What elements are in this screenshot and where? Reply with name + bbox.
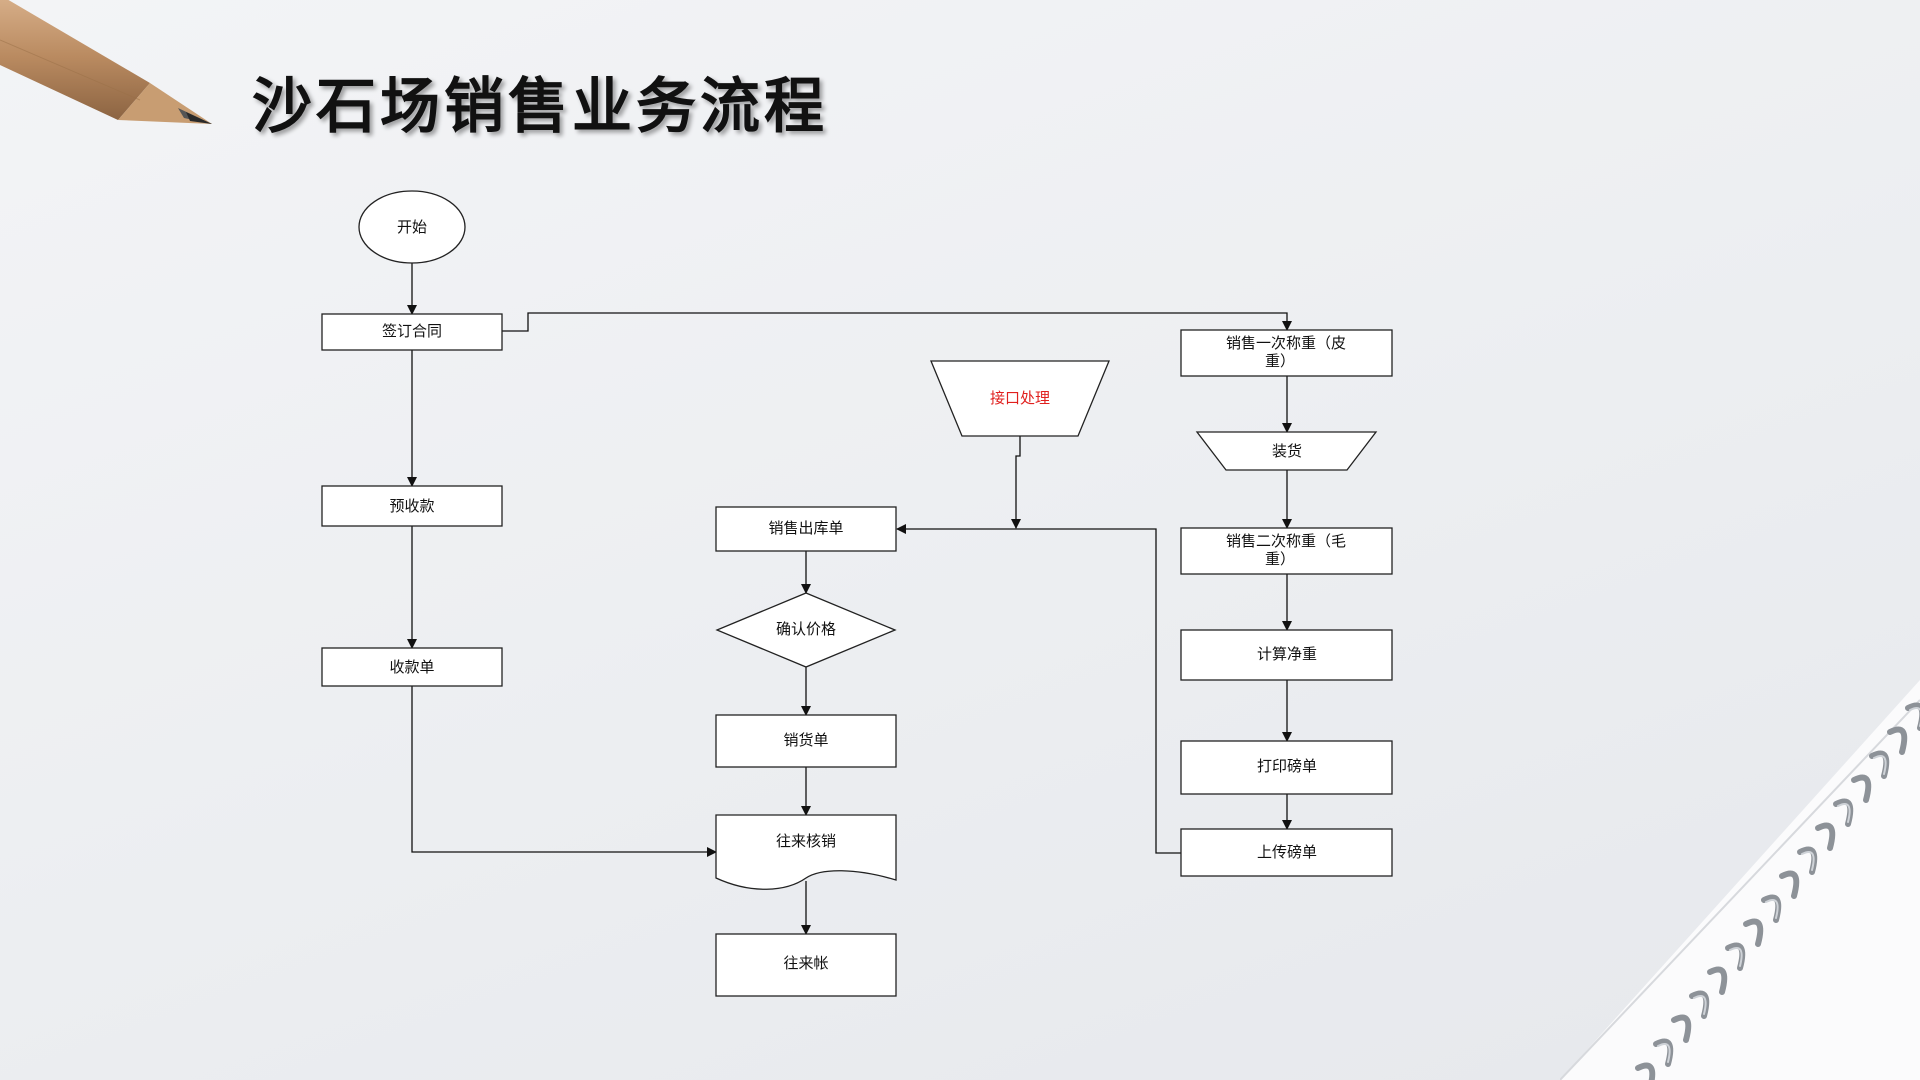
node-accounts: 往来帐 [715, 933, 897, 997]
node-interface-label: 接口处理 [990, 389, 1050, 407]
node-print-ticket: 打印磅单 [1180, 740, 1393, 795]
node-sales-outbound-label: 销售出库单 [768, 519, 843, 537]
node-prepayment-label: 预收款 [389, 497, 434, 515]
node-sales-invoice: 销货单 [715, 714, 897, 768]
node-receipt-label: 收款单 [389, 658, 434, 676]
node-reconciliation: 往来核销 [715, 814, 897, 890]
node-start: 开始 [358, 190, 466, 264]
node-gross-label-line1: 销售二次称重（毛 [1226, 532, 1346, 550]
node-upload-ticket-label: 上传磅单 [1257, 843, 1317, 861]
node-interface: 接口处理 [930, 360, 1110, 437]
edge-interface-to-outbound [1011, 436, 1021, 529]
node-confirm-price: 确认价格 [715, 592, 897, 668]
node-gross-label-line2: 重） [1265, 550, 1295, 568]
node-tare-weighing: 销售一次称重（皮 重） [1180, 329, 1393, 377]
node-confirm-price-label: 确认价格 [776, 620, 836, 638]
node-loading: 装货 [1195, 431, 1378, 471]
node-reconciliation-label: 往来核销 [776, 832, 836, 850]
pencil-decoration [0, 0, 212, 124]
node-accounts-label: 往来帐 [783, 954, 828, 972]
node-sales-invoice-label: 销货单 [783, 731, 828, 749]
node-tare-label-line1: 销售一次称重（皮 [1226, 334, 1346, 352]
spiral-binding-decoration [1560, 680, 1920, 1080]
node-receipt: 收款单 [321, 647, 503, 687]
node-loading-label: 装货 [1272, 442, 1302, 460]
flow-edges [407, 263, 1292, 935]
node-sales-outbound: 销售出库单 [715, 506, 897, 552]
edge-upload-to-outbound [896, 524, 1181, 854]
node-print-ticket-label: 打印磅单 [1257, 757, 1317, 775]
node-net-weight-label: 计算净重 [1257, 645, 1317, 663]
node-tare-label-line2: 重） [1265, 352, 1295, 370]
node-gross-weighing: 销售二次称重（毛 重） [1180, 527, 1393, 575]
page-title: 沙石场销售业务流程 [252, 72, 828, 142]
node-sign-contract: 签订合同 [321, 313, 503, 351]
node-prepayment: 预收款 [321, 485, 503, 527]
edge-contract-to-tare [502, 312, 1292, 332]
edge-receipt-to-reconciliation [411, 686, 717, 857]
node-net-weight: 计算净重 [1180, 629, 1393, 681]
node-start-label: 开始 [397, 218, 427, 236]
node-sign-contract-label: 签订合同 [382, 322, 442, 340]
node-upload-ticket: 上传磅单 [1180, 828, 1393, 877]
